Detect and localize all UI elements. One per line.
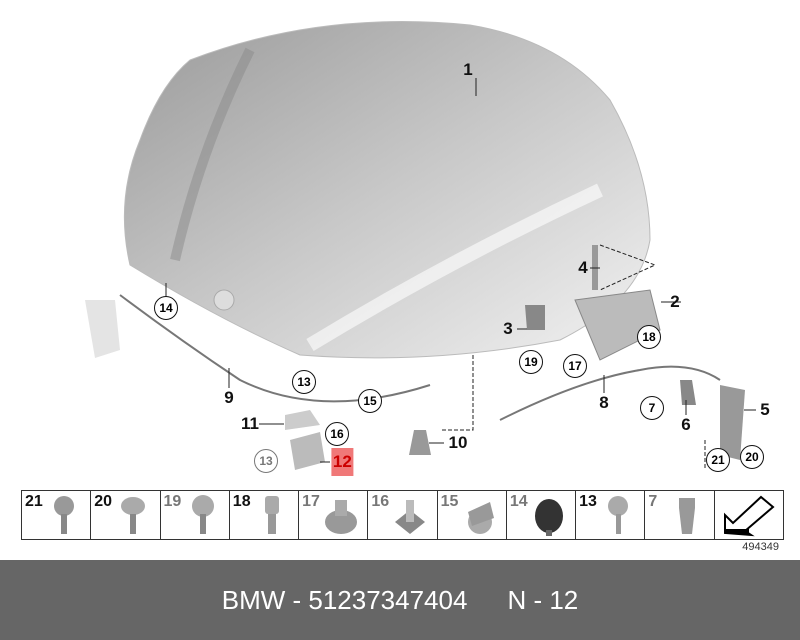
callout-12-highlighted[interactable]: 12 bbox=[331, 448, 354, 476]
part-cell-17[interactable]: 17 bbox=[299, 491, 369, 539]
callout-11[interactable]: 11 bbox=[241, 414, 259, 433]
footer-bar: BMW - 51237347404 N - 12 bbox=[0, 560, 800, 640]
callout-15[interactable]: 15 bbox=[358, 389, 382, 413]
part-cell-15[interactable]: 15 bbox=[438, 491, 507, 539]
part-number: 7 bbox=[648, 493, 658, 510]
parts-diagram: 1 2 3 4 5 6 7 8 9 10 11 12 13 13 14 15 1… bbox=[21, 21, 784, 553]
part-number: 20 bbox=[94, 493, 113, 510]
hood-drawing bbox=[85, 21, 756, 470]
callout-1[interactable]: 1 bbox=[463, 60, 473, 79]
part-cell-21[interactable]: 21 bbox=[22, 491, 92, 539]
part-number: 14 bbox=[509, 493, 528, 510]
callout-2[interactable]: 2 bbox=[670, 292, 680, 311]
parts-strip: 21 20 19 18 17 16 15 14 13 7 bbox=[21, 490, 784, 540]
part-cell-16[interactable]: 16 bbox=[368, 491, 438, 539]
direction-arrow-icon bbox=[723, 495, 775, 537]
clip-icon bbox=[395, 500, 426, 534]
callout-18[interactable]: 18 bbox=[637, 325, 661, 349]
part-cell-7[interactable]: 7 bbox=[645, 491, 715, 539]
part-number: 13 bbox=[579, 493, 597, 510]
hood bbox=[123, 21, 651, 359]
part-number: 16 bbox=[371, 493, 390, 510]
callout-19[interactable]: 19 bbox=[519, 350, 543, 374]
callout-6[interactable]: 6 bbox=[681, 415, 691, 434]
part-number: 19 bbox=[163, 493, 182, 510]
part-cell-14[interactable]: 14 bbox=[507, 491, 577, 539]
nut-icon bbox=[325, 500, 358, 534]
part-number: 15 bbox=[440, 493, 459, 510]
part-number: 21 bbox=[25, 493, 43, 510]
part-cell-18[interactable]: 18 bbox=[230, 491, 300, 539]
rubber-buffer-icon bbox=[534, 499, 563, 536]
screw-icon bbox=[54, 496, 74, 534]
callout-7[interactable]: 7 bbox=[640, 396, 664, 420]
callout-13[interactable]: 13 bbox=[292, 370, 316, 394]
drawing-number: 494349 bbox=[742, 541, 779, 553]
brand-part-number: BMW - 51237347404 bbox=[221, 584, 468, 615]
part-cell-20[interactable]: 20 bbox=[91, 491, 161, 539]
screw-icon bbox=[121, 497, 146, 534]
bolt-icon bbox=[264, 496, 279, 534]
part-number: 18 bbox=[232, 493, 251, 510]
part-cell-19[interactable]: 19 bbox=[161, 491, 230, 539]
callout-5[interactable]: 5 bbox=[760, 400, 770, 419]
callout-14[interactable]: 14 bbox=[154, 296, 178, 320]
callout-16[interactable]: 16 bbox=[325, 422, 349, 446]
callout-8[interactable]: 8 bbox=[599, 393, 609, 412]
callout-21[interactable]: 21 bbox=[706, 448, 730, 472]
screw-icon bbox=[191, 495, 214, 534]
callout-20[interactable]: 20 bbox=[740, 445, 764, 469]
part-cell-13[interactable]: 13 bbox=[576, 491, 646, 539]
callout-3[interactable]: 3 bbox=[503, 319, 513, 338]
callout-10[interactable]: 10 bbox=[448, 433, 468, 452]
part-number: 17 bbox=[302, 493, 320, 510]
callout-4[interactable]: 4 bbox=[578, 258, 588, 277]
screw-icon bbox=[608, 496, 629, 534]
callout-13-secondary[interactable]: 13 bbox=[254, 449, 278, 473]
direction-arrow-cell bbox=[715, 491, 783, 539]
clip-icon bbox=[467, 502, 494, 534]
position-number: N - 12 bbox=[507, 584, 579, 615]
clip-icon bbox=[679, 498, 696, 534]
callout-9[interactable]: 9 bbox=[224, 388, 234, 407]
callout-17[interactable]: 17 bbox=[563, 354, 587, 378]
